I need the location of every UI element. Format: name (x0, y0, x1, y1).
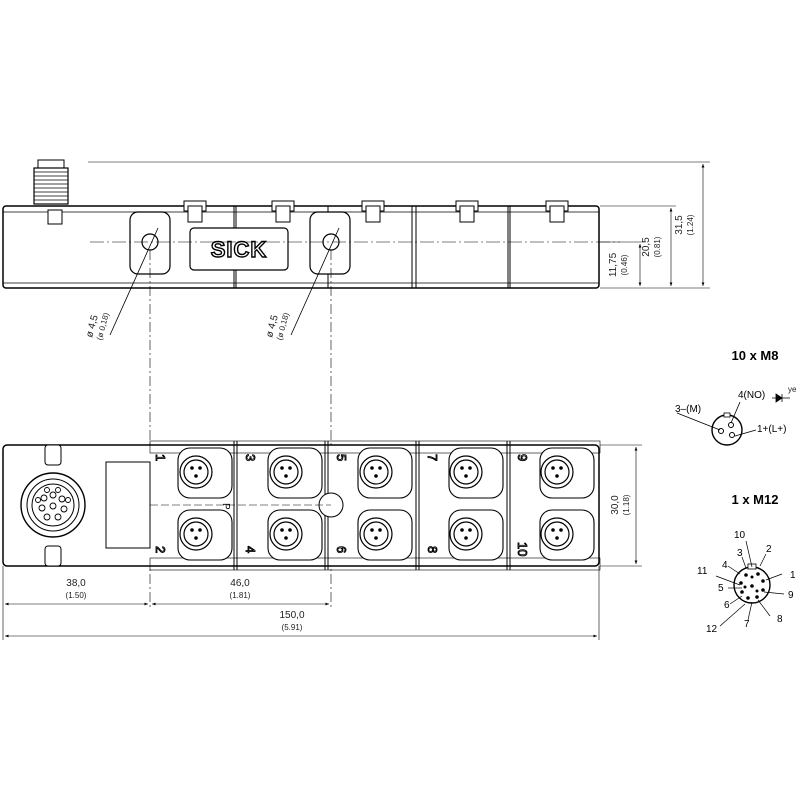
m12-pin7: 7 (744, 619, 750, 630)
m12-pinout: 1 x M12 1 2 3 4 5 6 (697, 492, 796, 635)
sick-logo: SICK (189, 227, 289, 271)
svg-text:3: 3 (243, 454, 258, 461)
dim-46: 46,0 (230, 578, 250, 589)
svg-text:1: 1 (153, 454, 168, 461)
svg-text:SICK: SICK (211, 237, 268, 262)
m12-pin12: 12 (706, 624, 718, 635)
svg-text:30,0: 30,0 (610, 495, 621, 515)
svg-text:(0.46): (0.46) (620, 254, 629, 275)
m8-pin4: 4(NO) (738, 390, 765, 401)
svg-text:(1.24): (1.24) (686, 214, 695, 235)
m12-pin5: 5 (718, 583, 724, 594)
svg-text:7: 7 (425, 454, 440, 461)
svg-text:4: 4 (243, 546, 258, 553)
m12-pin11: 11 (697, 566, 708, 577)
port-numbers-bottom: 2 4 6 8 10 (153, 542, 531, 557)
top-view: P 1 3 5 7 9 2 4 6 8 10 30,0 (1.18) (2, 440, 642, 571)
m12-pin10: 10 (734, 530, 746, 541)
m8-led-label: ye (788, 385, 797, 394)
m8-pin1: 1+(L+) (757, 424, 786, 435)
m12-pin9: 9 (788, 590, 794, 601)
p-label: P (220, 503, 231, 510)
m8-connector-tops (47, 200, 569, 225)
mounting-ear-right (309, 211, 351, 275)
m12-title: 1 x M12 (732, 492, 779, 507)
projection-lines (149, 250, 332, 608)
dim-31-5: 31,5 (1.24) (674, 214, 695, 235)
m12-pin1: 1 (790, 570, 796, 581)
svg-text:6: 6 (334, 546, 349, 553)
m12-connector-side (33, 159, 69, 205)
dim-150: 150,0 (279, 610, 304, 621)
svg-text:(1.81): (1.81) (230, 591, 251, 600)
m8-title: 10 x M8 (732, 348, 779, 363)
svg-text:2: 2 (153, 546, 168, 553)
hole-dimension-right: ø 4,5 (ø 0,18) (264, 311, 291, 341)
m12-pin4: 4 (722, 560, 728, 571)
svg-text:(5.91): (5.91) (282, 623, 303, 632)
hole-dimension-left: ø 4,5 (ø 0,18) (84, 311, 111, 341)
svg-text:8: 8 (425, 546, 440, 553)
m8-pinout: 10 x M8 3–(M) 4(NO) 1+(L+) ye (675, 348, 797, 446)
dim-38: 38,0 (66, 578, 86, 589)
m12-pin6: 6 (724, 600, 730, 611)
svg-text:5: 5 (334, 454, 349, 461)
horizontal-dimensions: 38,0 (1.50) 46,0 (1.81) 150,0 (5.91) (2, 566, 600, 640)
m12-socket-top (20, 472, 86, 538)
svg-text:(1.50): (1.50) (66, 591, 87, 600)
dim-30: 30,0 (1.18) (610, 494, 631, 515)
dim-20-5: 20,5 (0.81) (641, 236, 662, 257)
svg-text:(1.18): (1.18) (622, 494, 631, 515)
svg-text:20,5: 20,5 (641, 237, 652, 257)
svg-text:11,75: 11,75 (608, 252, 619, 277)
svg-text:(0.81): (0.81) (653, 236, 662, 257)
m12-pin2: 2 (766, 544, 772, 555)
m8-sockets (179, 455, 574, 551)
m8-pin3: 3–(M) (675, 404, 701, 415)
svg-text:10: 10 (515, 542, 530, 556)
side-view: SICK ø 4,5 (ø 0,18) ø 4,5 (ø 0,18) 11,75… (2, 159, 710, 341)
svg-text:9: 9 (515, 454, 530, 461)
svg-text:31,5: 31,5 (674, 215, 685, 235)
m12-pin3: 3 (737, 548, 743, 559)
port-numbers-top: 1 3 5 7 9 (153, 454, 531, 462)
dim-11-75: 11,75 (0.46) (608, 252, 629, 277)
m12-pin8: 8 (777, 614, 783, 625)
